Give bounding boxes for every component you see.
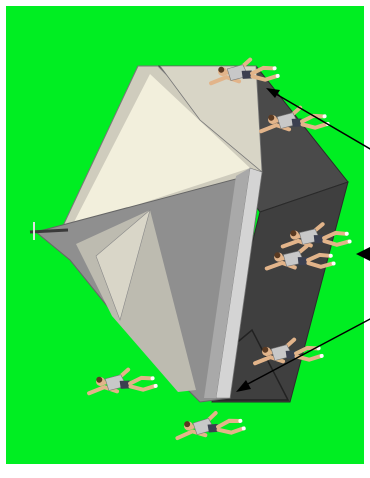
peak-pole xyxy=(30,230,68,232)
